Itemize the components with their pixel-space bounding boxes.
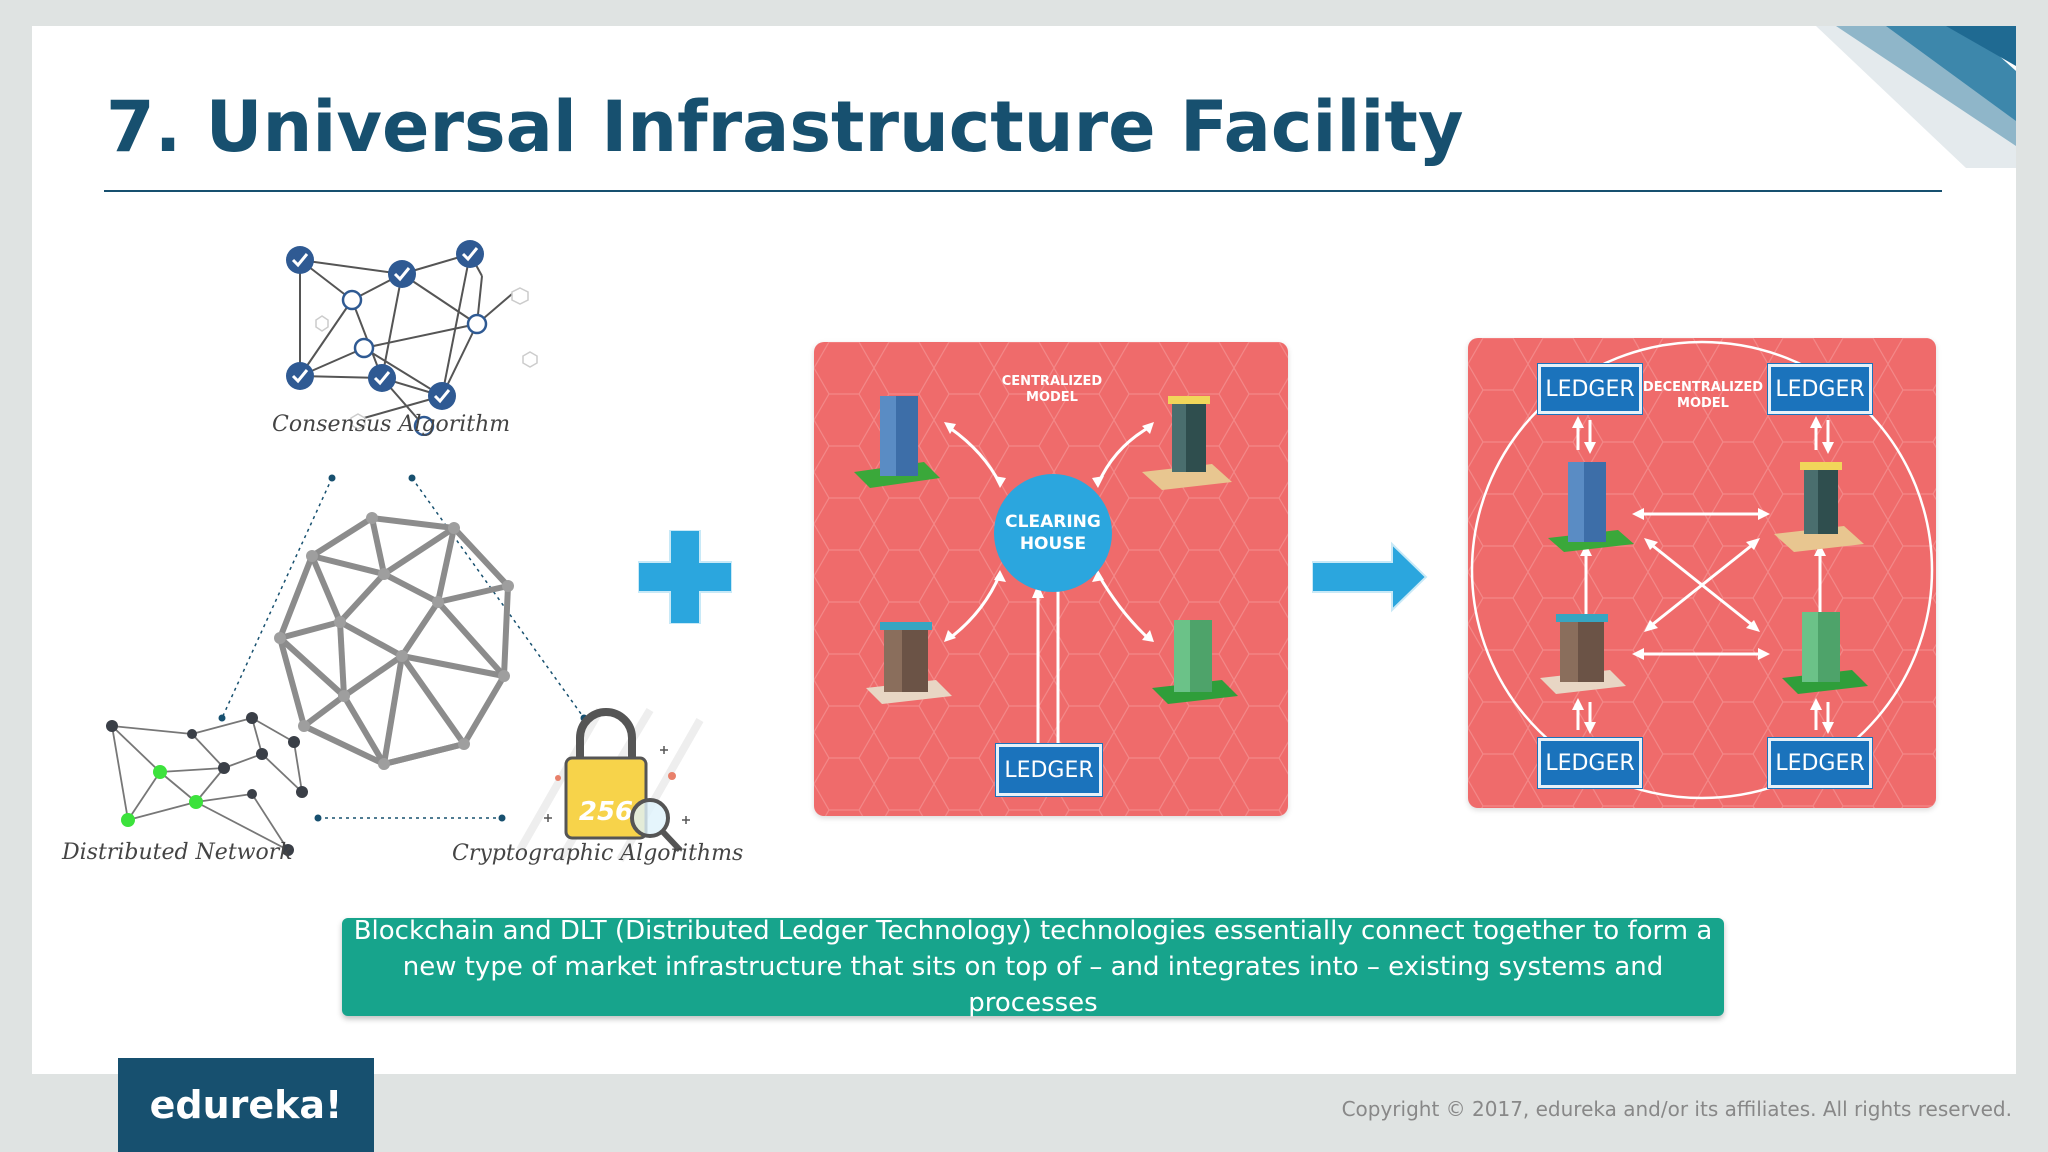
triangle-connectors: [218, 474, 588, 822]
caption-text: Blockchain and DLT (Distributed Ledger T…: [353, 916, 1713, 1018]
centralized-model-label: CENTRALIZED MODEL: [1001, 374, 1103, 405]
right-arrow-icon: [1312, 541, 1428, 613]
corner-decoration: [1816, 26, 2016, 168]
ledger-box-top-left: LEDGER: [1538, 364, 1642, 414]
page-title: 7. Universal Infrastructure Facility: [106, 86, 1464, 168]
building-icon: [1540, 614, 1626, 694]
decentralized-model-panel: LEDGER LEDGER LEDGER LEDGER DECENTRALIZE…: [1468, 338, 1936, 808]
building-icon: [1142, 396, 1232, 490]
distributed-network-label: Distributed Network: [62, 840, 293, 865]
ledger-box-bottom-right: LEDGER: [1768, 738, 1872, 788]
hexagon-pattern: [1468, 338, 1936, 808]
ledger-box-top-right: LEDGER: [1768, 364, 1872, 414]
building-icon: [1774, 462, 1864, 552]
slide: 7. Universal Infrastructure Facility: [32, 26, 2016, 1074]
building-icon: [1548, 462, 1634, 552]
consensus-network-icon: [286, 240, 538, 436]
ledger-box-bottom-left: LEDGER: [1538, 738, 1642, 788]
building-icon: [1152, 620, 1238, 704]
plus-icon: [638, 530, 732, 624]
geodesic-network-icon: [274, 512, 514, 770]
lock-number: 256: [579, 797, 633, 827]
decentralized-model-label: DECENTRALIZED MODEL: [1642, 380, 1764, 411]
checkmark-icon: [286, 240, 484, 410]
consensus-algorithm-label: Consensus Algorithm: [272, 412, 511, 437]
padlock-icon: 256: [516, 707, 704, 863]
building-icon: [866, 622, 952, 704]
building-icon: [854, 396, 940, 488]
building-icon: [1782, 612, 1868, 694]
caption-box: Blockchain and DLT (Distributed Ledger T…: [342, 916, 1724, 1018]
magnifier-icon: [630, 798, 683, 853]
distributed-network-icon: [106, 712, 308, 856]
ledger-box: LEDGER: [996, 744, 1102, 796]
copyright-text: Copyright © 2017, edureka and/or its aff…: [1341, 1097, 2012, 1121]
title-divider: [104, 190, 1942, 192]
cryptographic-algorithms-label: Cryptographic Algorithms: [452, 841, 744, 866]
edureka-logo: edureka!: [118, 1058, 374, 1152]
